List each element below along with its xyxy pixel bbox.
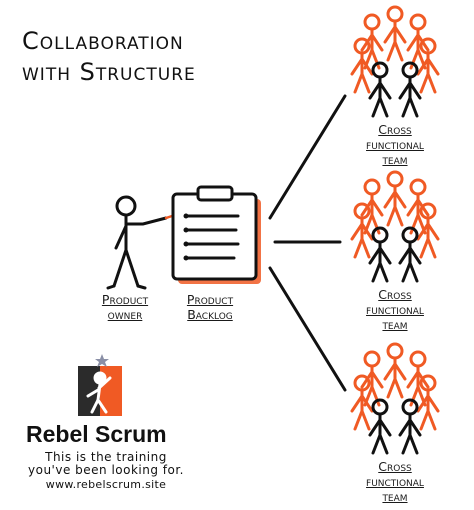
product-owner-label-line-1: Product — [101, 292, 149, 307]
team-2-label-line-1: Cross — [378, 287, 412, 302]
product-backlog-label-line-1: Product — [186, 292, 234, 307]
product-backlog-icon — [171, 185, 261, 284]
brand-name: Rebel Scrum — [26, 421, 167, 447]
rebel-scrum-logo — [78, 354, 122, 416]
team-3-icon — [350, 342, 440, 455]
team-1-label: Cross functional team — [352, 122, 438, 167]
team-3-label-line-2: functional — [366, 474, 424, 489]
title-line-2: with Structure — [22, 58, 196, 86]
website-url[interactable]: www.rebelscrum.site — [45, 478, 167, 491]
product-owner-label: Product owner — [92, 292, 158, 322]
team-3-label-line-1: Cross — [378, 459, 412, 474]
team-1-label-line-1: Cross — [378, 122, 412, 137]
team-3-label: Cross functional team — [352, 459, 438, 504]
product-owner-icon — [106, 195, 174, 290]
team-1-icon — [350, 5, 440, 118]
product-backlog-label: Product Backlog — [172, 292, 248, 322]
title-line-1: Collaboration — [22, 27, 184, 55]
team-2-label-line-2: functional — [366, 302, 424, 317]
tagline-line-2: you've been looking for. — [28, 463, 184, 477]
team-2-icon — [350, 170, 440, 283]
product-owner-label-line-2: owner — [107, 307, 143, 322]
product-backlog-label-line-2: Backlog — [187, 307, 233, 322]
team-3-label-line-3: team — [382, 489, 408, 504]
diagram-title: Collaboration with Structure — [22, 26, 262, 88]
connector-line-team1 — [268, 94, 347, 220]
team-1-label-line-2: functional — [366, 137, 424, 152]
team-2-label-line-3: team — [382, 317, 408, 332]
team-2-label: Cross functional team — [352, 287, 438, 332]
team-1-label-line-3: team — [382, 152, 408, 167]
tagline-line-1: This is the training — [45, 450, 167, 464]
connector-line-team3 — [268, 266, 347, 392]
